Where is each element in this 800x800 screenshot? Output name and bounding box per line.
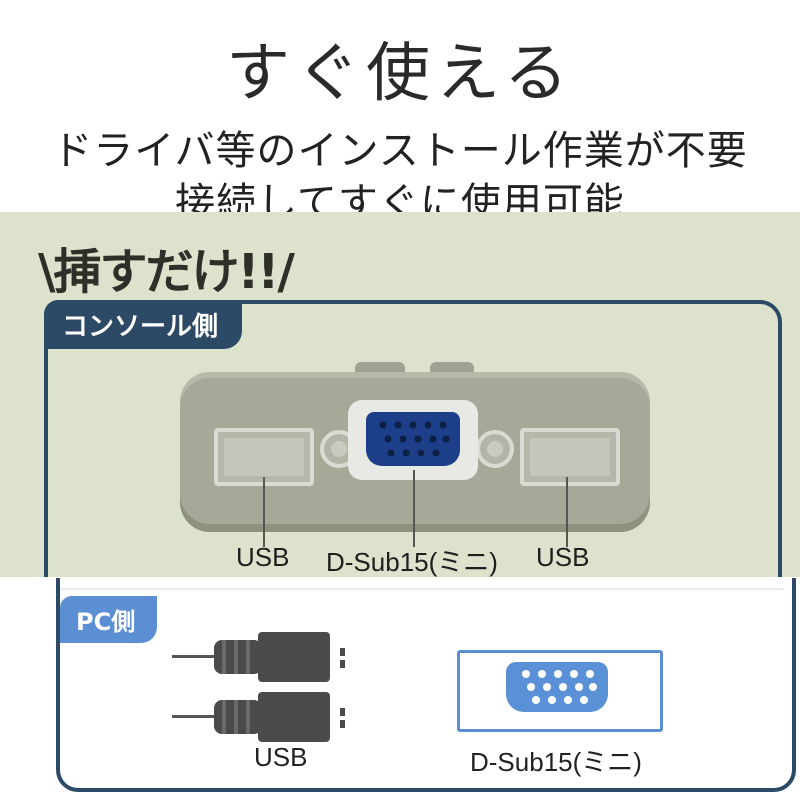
- usb-cable-strain-relief: [214, 700, 262, 734]
- screw-icon: [476, 430, 514, 468]
- callout-just-plug-in: \挿すだけ!!/: [38, 244, 295, 300]
- pc-dsub-label: D-Sub15(ミニ): [470, 747, 642, 777]
- headline: すぐ使える: [225, 37, 575, 111]
- usb-cable-icon: [172, 715, 218, 718]
- console-dsub-label: D-Sub15(ミニ): [326, 547, 498, 577]
- dsub-connector-frame: [457, 650, 663, 732]
- pc-side-frame: [56, 578, 796, 792]
- dsub-pins-icon: [522, 670, 597, 704]
- usb-plug-pin: [340, 648, 345, 656]
- pc-side-tag: PC側: [60, 596, 158, 643]
- usb-cable-icon: [172, 655, 218, 658]
- dsub-connector-icon: [506, 662, 608, 712]
- usb-plug-pin: [340, 720, 345, 728]
- usb-plug-icon: [258, 692, 330, 742]
- usb-plug-pin: [340, 708, 345, 716]
- console-side-tag: コンソール側: [44, 300, 243, 349]
- subheading-line-1: ドライバ等のインストール作業が不要: [52, 128, 748, 174]
- vga-pins-icon: [379, 421, 450, 457]
- console-usb-label-left: USB: [236, 542, 290, 572]
- label-leader-line: [413, 470, 415, 547]
- usb-plug-pin: [340, 660, 345, 668]
- pc-usb-label: USB: [254, 742, 308, 772]
- usb-port-icon: [520, 428, 620, 486]
- label-leader-line: [566, 477, 568, 547]
- divider: [60, 588, 784, 590]
- usb-cable-strain-relief: [214, 640, 262, 674]
- console-side-frame: [44, 300, 782, 577]
- console-side-photo: \挿すだけ!!/ コンソール側 USB D-Sub15(ミニ) USB: [0, 212, 800, 577]
- label-leader-line: [263, 477, 265, 547]
- vga-port-icon: [366, 412, 460, 466]
- usb-port-icon: [214, 428, 314, 486]
- usb-plug-icon: [258, 632, 330, 682]
- console-usb-label-right: USB: [536, 542, 590, 572]
